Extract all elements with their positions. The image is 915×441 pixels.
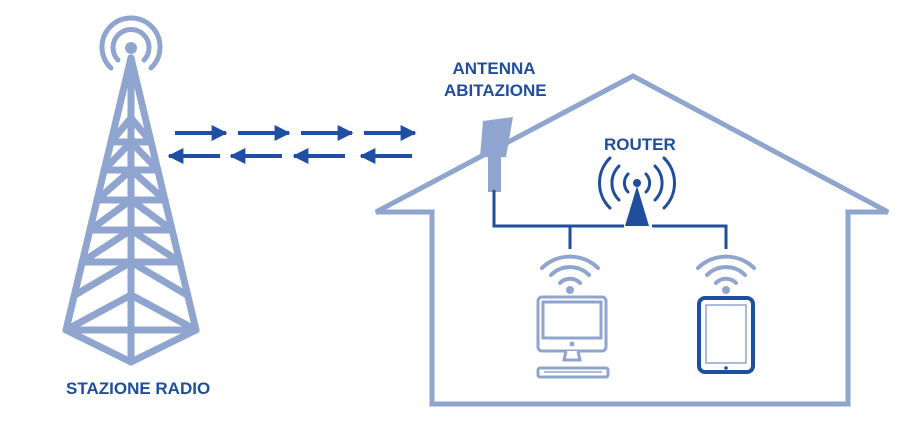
wifi-icon [696, 254, 756, 294]
antenna-icon [480, 117, 513, 192]
tablet-icon [697, 296, 755, 374]
house-icon [374, 73, 890, 407]
network-cables [492, 190, 728, 249]
router-label: ROUTER [604, 135, 676, 154]
station-label: STAZIONE RADIO [66, 379, 211, 398]
wifi-icon [540, 254, 600, 294]
home-antenna-label: ANTENNA ABITAZIONE [444, 58, 547, 102]
home-antenna-label-line2: ABITAZIONE [444, 81, 547, 100]
home-antenna-label-line1: ANTENNA [452, 59, 536, 78]
computer-icon [536, 295, 610, 379]
router-icon [597, 156, 677, 226]
radio-tower-icon [62, 15, 200, 366]
signal-arrows [167, 125, 417, 164]
